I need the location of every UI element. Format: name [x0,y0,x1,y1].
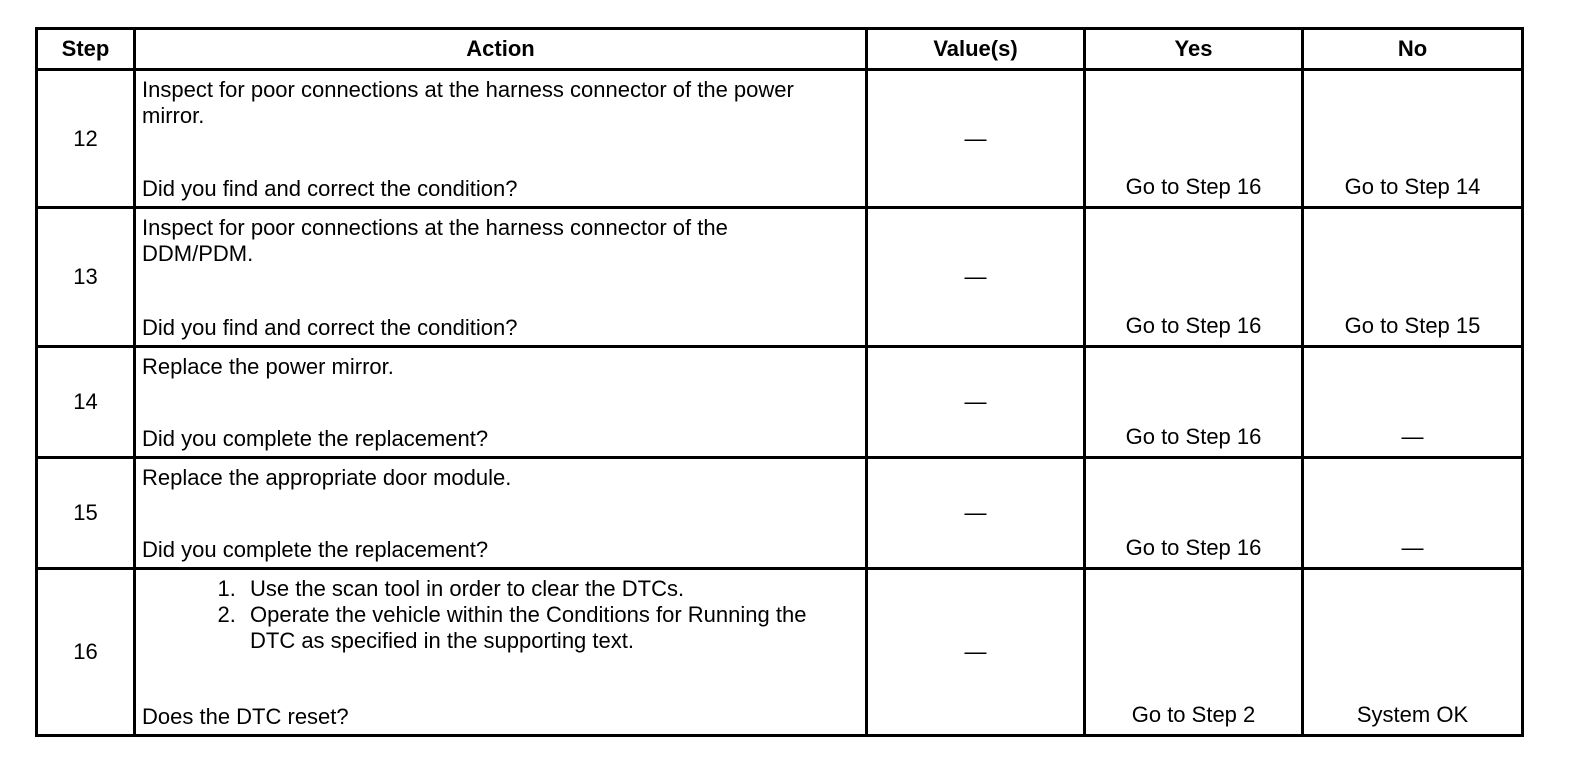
header-values: Value(s) [865,27,1086,71]
header-step: Step [35,27,136,71]
value-cell: — [865,68,1086,209]
table-row: 16 Use the scan tool in order to clear t… [35,567,1524,737]
action-text: Replace the power mirror. [142,354,394,379]
yes-cell: Go to Step 16 [1083,456,1304,570]
no-cell: — [1301,456,1524,570]
yes-cell: Go to Step 16 [1083,206,1304,348]
value-cell: — [865,456,1086,570]
header-yes: Yes [1083,27,1304,71]
step-number: 16 [35,567,136,737]
no-cell: Go to Step 14 [1301,68,1524,209]
header-row: Step Action Value(s) Yes No [35,27,1524,71]
header-action: Action [133,27,868,71]
step-number: 13 [35,206,136,348]
action-list-item: Use the scan tool in order to clear the … [242,576,857,602]
no-cell: — [1301,345,1524,459]
table-row: 14 Replace the power mirror. Did you com… [35,345,1524,459]
no-cell: Go to Step 15 [1301,206,1524,348]
action-text: Replace the appropriate door module. [142,465,512,490]
yes-cell: Go to Step 16 [1083,345,1304,459]
no-cell: System OK [1301,567,1524,737]
value-cell: — [865,206,1086,348]
action-list-item: Operate the vehicle within the Condition… [242,602,857,654]
table-row: 12 Inspect for poor connections at the h… [35,68,1524,209]
action-question: Did you find and correct the condition? [142,176,518,201]
action-question: Did you complete the replacement? [142,537,489,562]
step-number: 14 [35,345,136,459]
table-row: 15 Replace the appropriate door module. … [35,456,1524,570]
action-cell: Use the scan tool in order to clear the … [133,567,868,737]
action-cell: Replace the appropriate door module. Did… [133,456,868,570]
action-question: Does the DTC reset? [142,704,349,729]
step-number: 15 [35,456,136,570]
value-cell: — [865,567,1086,737]
table-row: 13 Inspect for poor connections at the h… [35,206,1524,348]
action-list: Use the scan tool in order to clear the … [142,576,857,654]
action-cell: Replace the power mirror. Did you comple… [133,345,868,459]
action-cell: Inspect for poor connections at the harn… [133,68,868,209]
action-text: Inspect for poor connections at the harn… [142,77,794,128]
yes-cell: Go to Step 16 [1083,68,1304,209]
action-cell: Inspect for poor connections at the harn… [133,206,868,348]
action-question: Did you find and correct the condition? [142,315,518,340]
action-question: Did you complete the replacement? [142,426,489,451]
header-no: No [1301,27,1524,71]
step-number: 12 [35,68,136,209]
value-cell: — [865,345,1086,459]
yes-cell: Go to Step 2 [1083,567,1304,737]
action-text: Inspect for poor connections at the harn… [142,215,728,266]
diagnostic-table: Step Action Value(s) Yes No 12 Inspect f… [35,27,1524,737]
